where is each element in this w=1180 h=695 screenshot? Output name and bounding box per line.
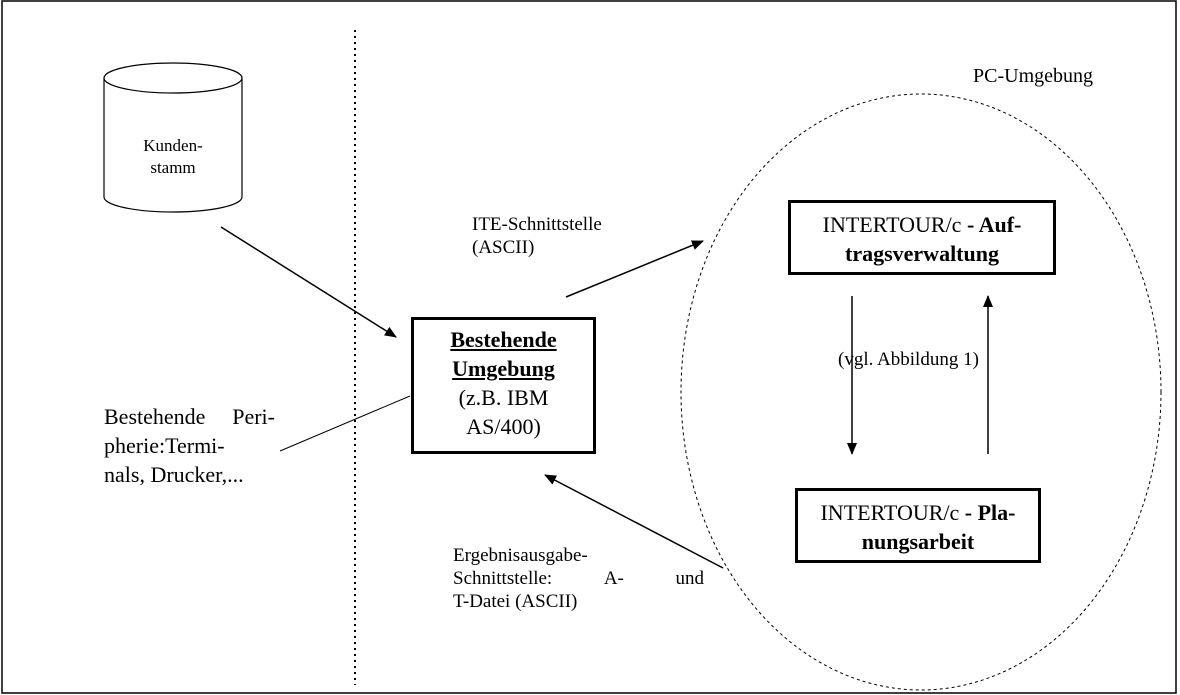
output-interface-line2-c: und <box>675 568 705 589</box>
order-mgmt-line1: INTERTOUR/c - Auf- <box>791 210 1053 239</box>
database-cylinder <box>103 62 243 213</box>
output-interface-label: Ergebnisausgabe- Schnittstelle: A- und T… <box>453 544 704 613</box>
ite-interface-line1: ITE-Schnittstelle <box>472 214 602 235</box>
output-interface-line2-b: A- <box>603 568 624 589</box>
planning-line1: INTERTOUR/c - Pla- <box>798 498 1038 527</box>
existing-env-title-line1: Bestehende <box>450 327 557 352</box>
database-label: Kunden- stamm <box>140 135 206 179</box>
order-mgmt-module: - Auf- <box>961 212 1022 237</box>
database-label-line1: Kunden- <box>143 136 203 155</box>
planning-product: INTERTOUR/c <box>820 500 960 525</box>
planning-line2: nungsarbeit <box>861 529 975 554</box>
planning-module: - Pla- <box>959 500 1016 525</box>
database-label-line2: stamm <box>150 158 196 177</box>
reference-label: (vgl. Abbildung 1) <box>838 349 979 370</box>
pc-zone-label: PC-Umgebung <box>973 65 1093 87</box>
existing-env-line4: AS/400) <box>466 414 541 439</box>
peripheral-connector <box>279 395 411 452</box>
output-interface-line1: Ergebnisausgabe- <box>453 545 588 566</box>
arrow-output-to-env <box>544 474 724 569</box>
order-management-box: INTERTOUR/c - Auf- tragsverwaltung <box>788 200 1056 275</box>
arrow-db-to-env <box>220 226 397 338</box>
output-interface-line2-a: Schnittstelle: <box>453 568 553 589</box>
existing-env-title-line2: Umgebung <box>452 356 555 381</box>
ite-interface-line2: (ASCII) <box>472 237 535 258</box>
existing-environment-box: Bestehende Umgebung (z.B. IBM AS/400) <box>411 317 596 454</box>
planning-box: INTERTOUR/c - Pla- nungsarbeit <box>795 488 1041 563</box>
peripherals-line2: pherie:Termi- <box>104 433 225 458</box>
order-mgmt-line2: tragsverwaltung <box>845 241 999 266</box>
peripherals-label: Bestehende Peri- pherie:Termi- nals, Dru… <box>104 402 275 489</box>
peripherals-line1-a: Bestehende <box>104 404 206 429</box>
arrow-env-to-pc <box>565 240 704 298</box>
existing-env-line3: (z.B. IBM <box>458 385 549 410</box>
pc-zone-ellipse <box>680 93 1162 691</box>
output-interface-line2: Schnittstelle: A- und <box>453 567 704 590</box>
order-mgmt-product: INTERTOUR/c <box>822 212 962 237</box>
peripherals-line1: Bestehende Peri- <box>104 402 275 431</box>
output-interface-line3: T-Datei (ASCII) <box>453 591 578 612</box>
peripherals-line1-b: Peri- <box>232 404 275 429</box>
peripherals-line3: nals, Drucker,... <box>104 462 244 487</box>
ite-interface-label: ITE-Schnittstelle (ASCII) <box>472 213 602 259</box>
